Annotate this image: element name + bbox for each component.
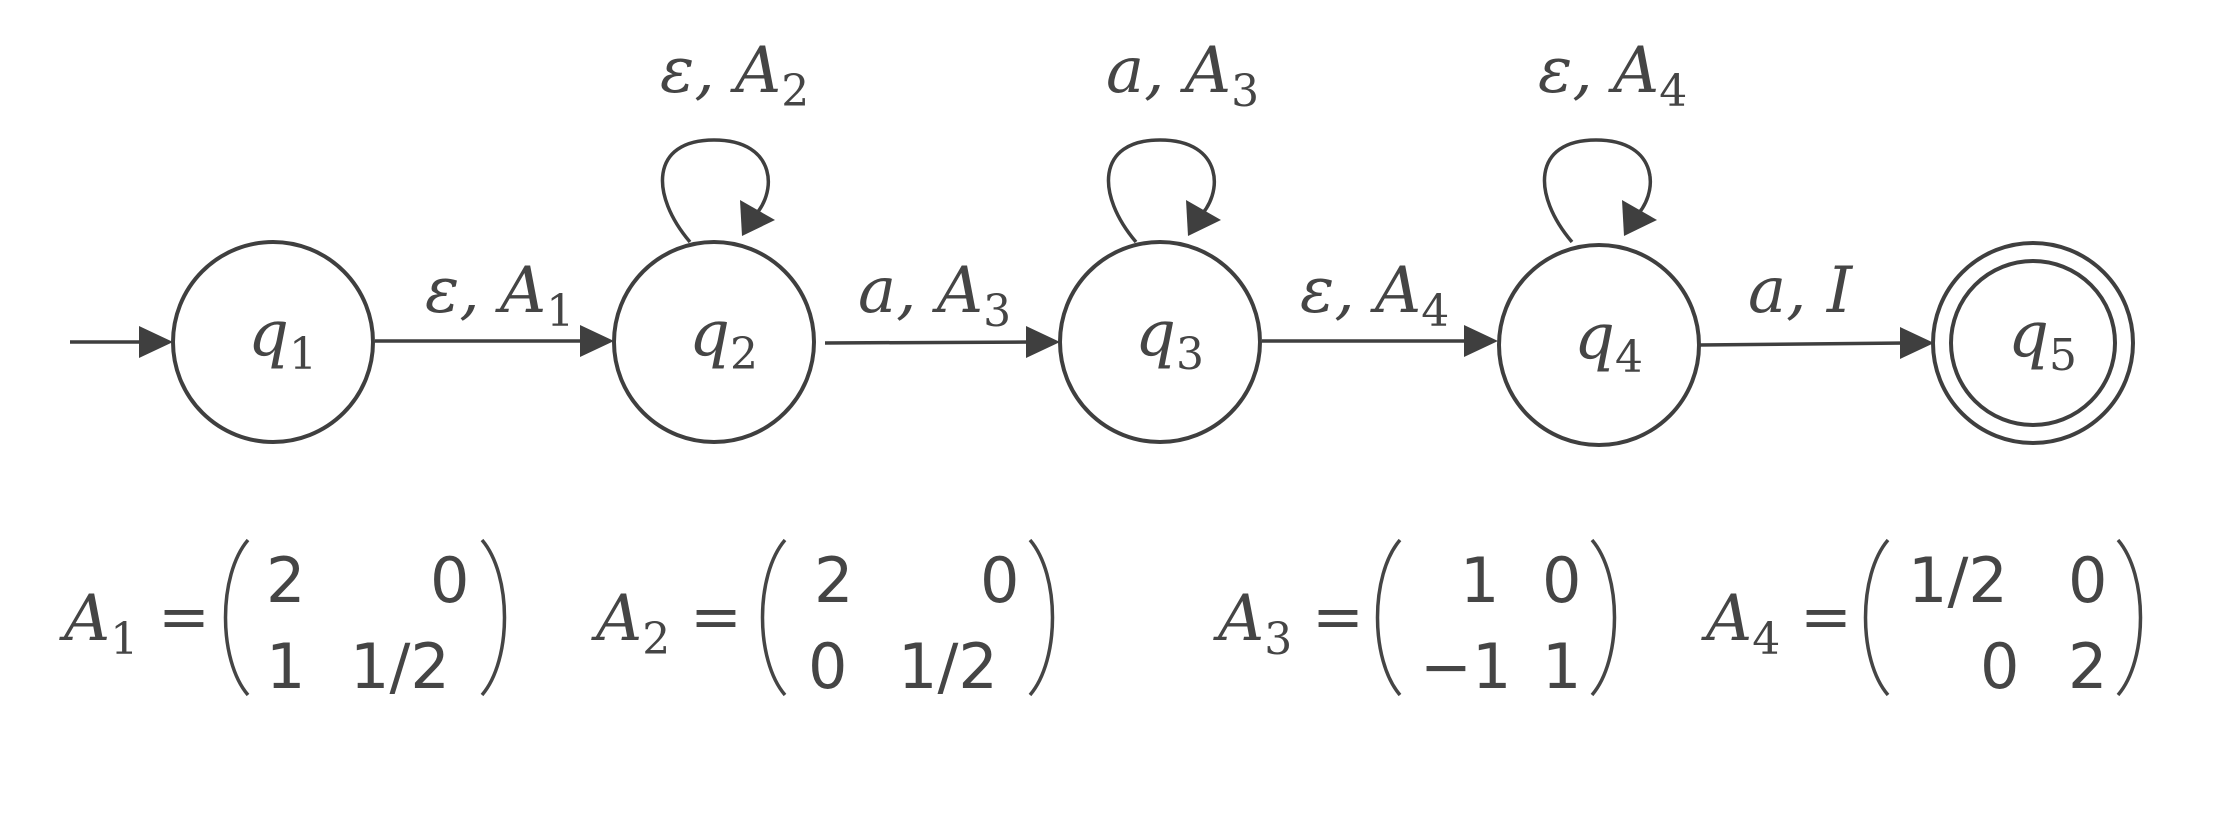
svg-text:=: =: [1800, 580, 1852, 653]
transition-label-q2-q3: a, A3: [858, 254, 1011, 337]
state-q5-accepting: q5: [1931, 241, 2135, 445]
matrix-A2-r1c2: 0: [980, 544, 1019, 617]
state-label-q5: q5: [2008, 298, 2077, 381]
svg-text:=: =: [690, 580, 742, 653]
matrix-name-A1: A1: [59, 582, 138, 665]
transition-q3-q4: ε, A4: [1262, 254, 1498, 357]
self-loop-q4: ε, A4: [1538, 34, 1687, 244]
self-loop-label-q4: ε, A4: [1538, 34, 1687, 117]
matrix-A1: A1 = 2 0 1 1/2: [59, 538, 507, 703]
matrix-A4-r2c1: 0: [1980, 630, 2019, 703]
state-label-q3: q3: [1135, 297, 1204, 380]
state-label-q4: q4: [1574, 300, 1643, 383]
matrix-A2-r2c2: 1/2: [898, 630, 998, 703]
matrix-A1-r2c1: 1: [266, 630, 305, 703]
matrix-A4-r1c1: 1/2: [1908, 544, 2008, 617]
matrix-A1-r2c2: 1/2: [350, 630, 450, 703]
matrix-A3-r1c1: 1: [1460, 544, 1499, 617]
initial-arrow: [70, 326, 173, 358]
matrix-A4: A4 = 1/2 0 0 2: [1701, 538, 2143, 703]
svg-text:=: =: [1312, 580, 1364, 653]
matrix-name-A2: A2: [591, 582, 670, 665]
matrix-A4-r1c2: 0: [2068, 544, 2107, 617]
matrix-A3-r2c1: −1: [1420, 630, 1511, 703]
self-loop-label-q2: ε, A2: [660, 34, 809, 117]
transition-q4-q5: a, I: [1698, 254, 1934, 359]
transition-q1-q2: ε, A1: [375, 254, 614, 357]
state-label-q2: q2: [689, 297, 758, 380]
matrix-A4-r2c2: 2: [2068, 630, 2107, 703]
self-loop-label-q3: a, A3: [1106, 34, 1259, 117]
matrix-A3-r2c2: 1: [1542, 630, 1581, 703]
svg-text:=: =: [158, 580, 210, 653]
matrix-A1-r1c1: 2: [266, 544, 305, 617]
matrix-A3-r1c2: 0: [1542, 544, 1581, 617]
matrix-name-A3: A3: [1213, 582, 1292, 665]
state-q1: q1: [171, 240, 375, 444]
matrix-A2: A2 = 2 0 0 1/2: [591, 538, 1055, 703]
state-q3: q3: [1058, 240, 1262, 444]
transition-label-q4-q5: a, I: [1748, 254, 1854, 328]
transition-label-q3-q4: ε, A4: [1300, 254, 1449, 337]
matrix-name-A4: A4: [1701, 582, 1780, 665]
transition-label-q1-q2: ε, A1: [425, 254, 574, 337]
state-q2: q2: [612, 240, 816, 444]
matrix-A3: A3 = 1 0 −1 1: [1213, 538, 1617, 703]
matrix-A2-r2c1: 0: [808, 630, 847, 703]
matrix-A2-r1c1: 2: [814, 544, 853, 617]
transition-q2-q3: a, A3: [824, 254, 1060, 358]
state-q4: q4: [1497, 243, 1701, 447]
self-loop-q2: ε, A2: [660, 34, 809, 244]
matrix-A1-r1c2: 0: [430, 544, 469, 617]
self-loop-q3: a, A3: [1106, 34, 1259, 244]
state-label-q1: q1: [248, 297, 317, 380]
